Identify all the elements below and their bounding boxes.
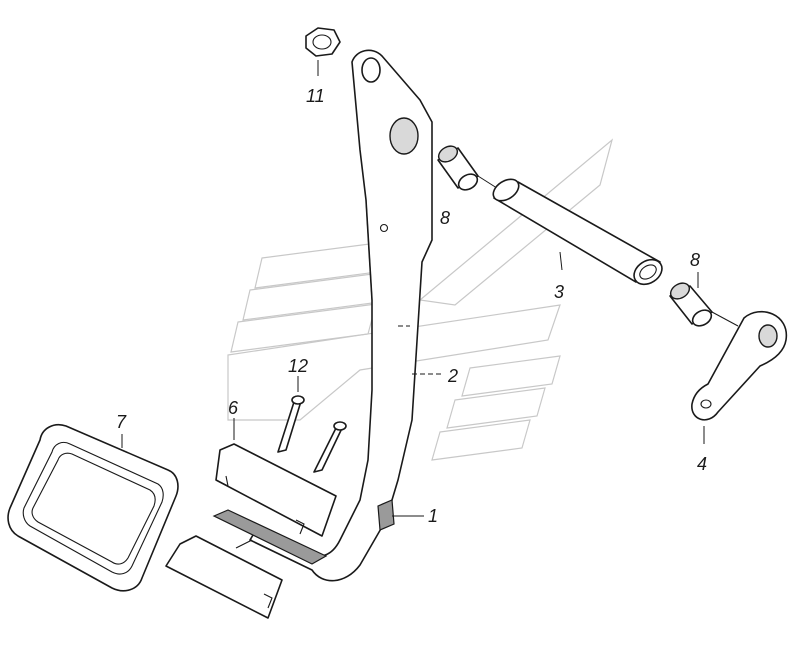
pedal-lever-part-1 bbox=[249, 49, 433, 582]
pedal-pad-part-6 bbox=[165, 418, 337, 619]
callout-11: 11 bbox=[306, 86, 325, 106]
callout-2: 2 bbox=[447, 366, 458, 386]
callout-8-lower: 8 bbox=[690, 250, 700, 270]
rubber-pad-part-7 bbox=[7, 424, 179, 592]
callout-3: 3 bbox=[554, 282, 564, 302]
callout-6: 6 bbox=[228, 398, 239, 418]
nut-part-11 bbox=[305, 27, 341, 76]
callout-4: 4 bbox=[697, 454, 707, 474]
bushing-part-8-lower bbox=[669, 272, 739, 327]
lever-plate-part-4 bbox=[691, 310, 787, 444]
callout-1: 1 bbox=[428, 506, 438, 526]
axle-tube-part-3 bbox=[492, 178, 663, 286]
pins-part-12 bbox=[277, 376, 347, 473]
callout-8-upper: 8 bbox=[440, 208, 450, 228]
callout-7: 7 bbox=[116, 412, 127, 432]
callout-12: 12 bbox=[288, 356, 308, 376]
watermark-logo bbox=[227, 138, 614, 461]
bushing-part-8-upper bbox=[437, 145, 501, 191]
